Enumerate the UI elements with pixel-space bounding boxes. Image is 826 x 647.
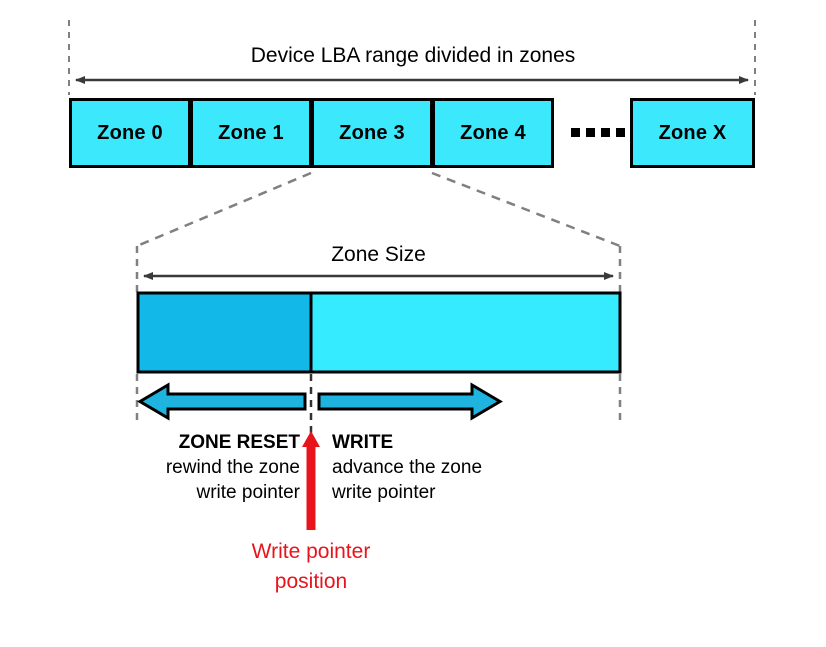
zone-box-label: Zone 1 <box>218 121 284 144</box>
write-pointer-caption-line-2: position <box>274 570 348 593</box>
zone-unwritten-region <box>309 291 622 374</box>
zone-box-label: Zone 4 <box>460 121 526 144</box>
zone-size-title: Zone Size <box>331 243 426 266</box>
ellipsis-dot <box>571 128 580 137</box>
write-pointer-caption-line-1: Write pointer <box>251 540 371 563</box>
write-pointer-arrow <box>302 431 320 530</box>
write-text-block: WRITE advance the zone write pointer <box>332 430 592 505</box>
ellipsis-dot <box>601 128 610 137</box>
zone-written-region <box>136 291 313 374</box>
zone-box-1[interactable]: Zone 1 <box>190 98 312 168</box>
expansion-line-left <box>136 171 312 248</box>
zone-box-3[interactable]: Zone 3 <box>311 98 433 168</box>
zone-reset-line-1: rewind the zone <box>165 457 300 478</box>
zone-reset-heading: ZONE RESET <box>178 432 300 453</box>
zone-box-0[interactable]: Zone 0 <box>69 98 191 168</box>
write-heading: WRITE <box>332 432 394 453</box>
lba-range-title: Device LBA range divided in zones <box>250 44 576 67</box>
write-arrow <box>317 382 503 421</box>
write-line-1: advance the zone <box>332 457 483 478</box>
zone-reset-line-2: write pointer <box>196 482 301 503</box>
write-pointer-caption: Write pointer position <box>161 537 461 597</box>
zone-box-4[interactable]: Zone 4 <box>432 98 554 168</box>
zone-box-x[interactable]: Zone X <box>630 98 755 168</box>
ellipsis-dot <box>616 128 625 137</box>
zone-reset-arrow <box>137 382 307 421</box>
write-line-2: write pointer <box>332 482 436 503</box>
ellipsis-dot <box>586 128 595 137</box>
zone-box-label: Zone X <box>658 121 727 144</box>
zone-box-label: Zone 0 <box>97 121 163 144</box>
zone-reset-text-block: ZONE RESET rewind the zone write pointer <box>60 430 300 505</box>
zone-box-label: Zone 3 <box>339 121 405 144</box>
expansion-line-right <box>431 171 621 248</box>
